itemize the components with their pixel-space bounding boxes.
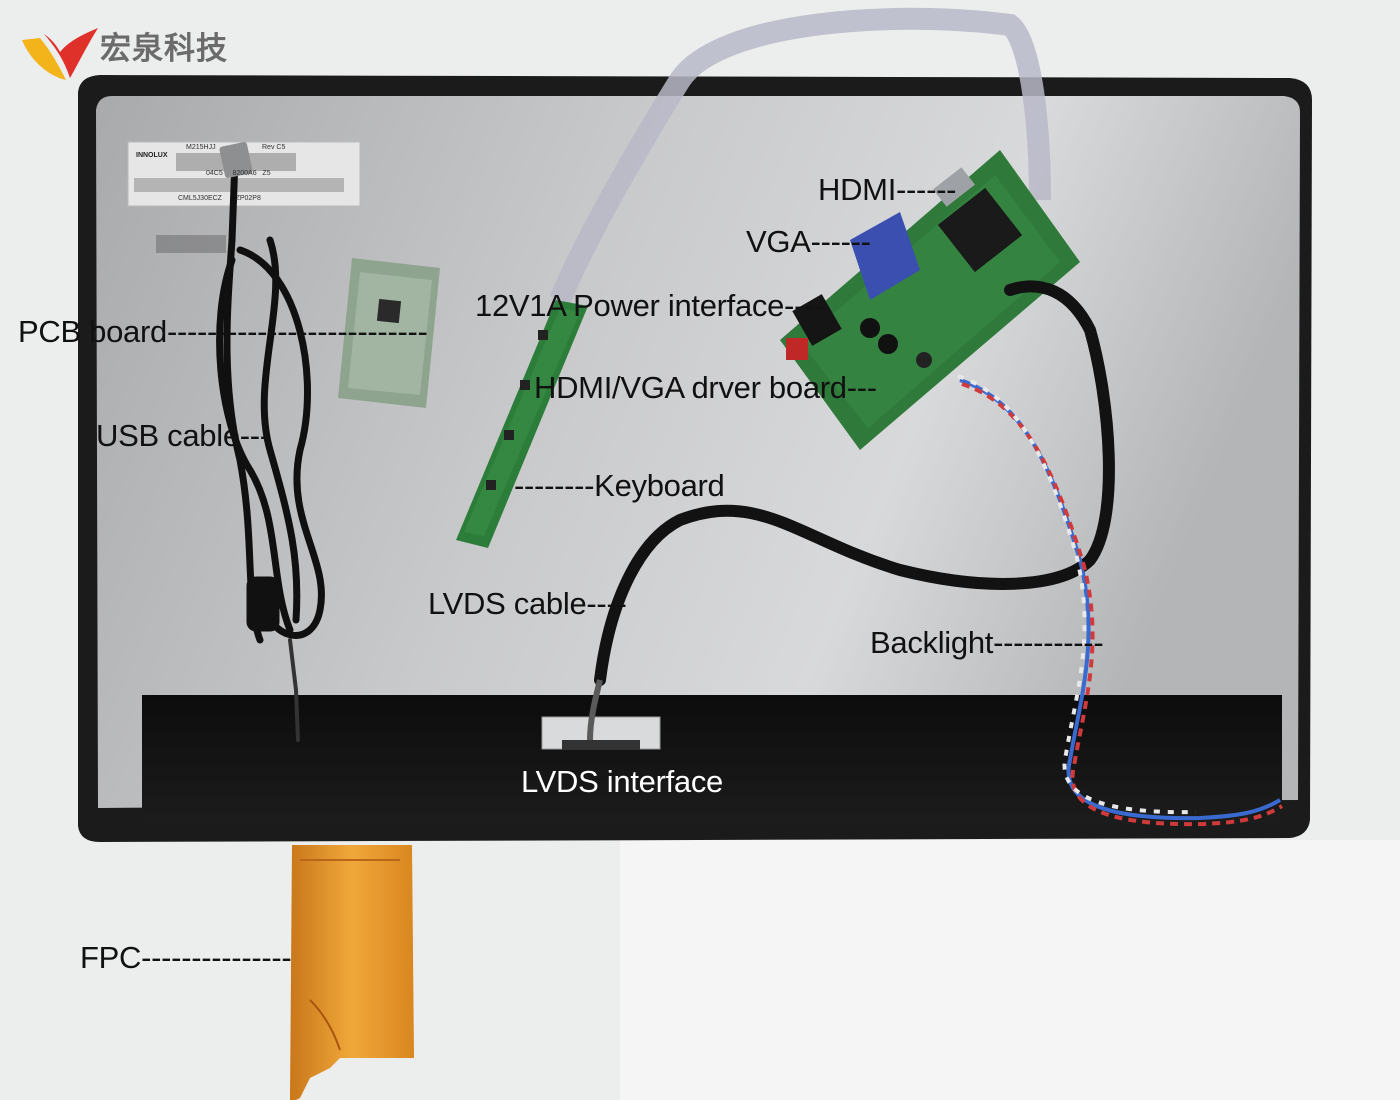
label-hdmi: HDMI------ [818, 172, 957, 207]
label-usb-cable: USB cable--- [96, 418, 270, 453]
label-backlight: Backlight----------- [870, 625, 1104, 660]
sticker-model: M215HJJ [186, 144, 216, 151]
driver-board [780, 150, 1080, 450]
sticker-rev: Rev C5 [262, 144, 286, 151]
power-jack [792, 294, 842, 346]
label-power-interface: 12V1A Power interface---- [475, 288, 825, 323]
label-driver-board: HDMI/VGA drver board--- [534, 370, 877, 405]
ribbon-cable [549, 7, 1051, 305]
brand-name: 宏泉科技 [100, 31, 228, 67]
brand-logo-icon [22, 28, 98, 80]
label-lvds-cable: LVDS cable---- [428, 586, 627, 621]
backlight-wires [957, 374, 1284, 827]
panel-bottom-strip [142, 695, 1282, 823]
label-fpc: FPC--------------- [80, 940, 292, 975]
fpc-cable [290, 845, 414, 1100]
lvds-cable [594, 280, 1115, 686]
vga-port [850, 212, 920, 300]
sticker-line3: CML5J30ECZ ZP02P8 [178, 195, 261, 202]
keyboard-board [456, 300, 588, 548]
label-vga: VGA------ [746, 224, 871, 259]
usb-plug [219, 141, 253, 179]
usb-cable [216, 156, 325, 742]
pcb-board [338, 258, 440, 408]
label-keyboard: --------Keyboard [514, 468, 725, 503]
sticker-maker: INNOLUX [136, 152, 168, 159]
label-lvds-interface: LVDS interface [521, 764, 723, 799]
label-pcb-board: PCB board-------------------------- [18, 314, 428, 349]
sticker-line2: 04C5 8200A6 Z5 [206, 170, 271, 177]
hdmi-port [933, 167, 975, 207]
